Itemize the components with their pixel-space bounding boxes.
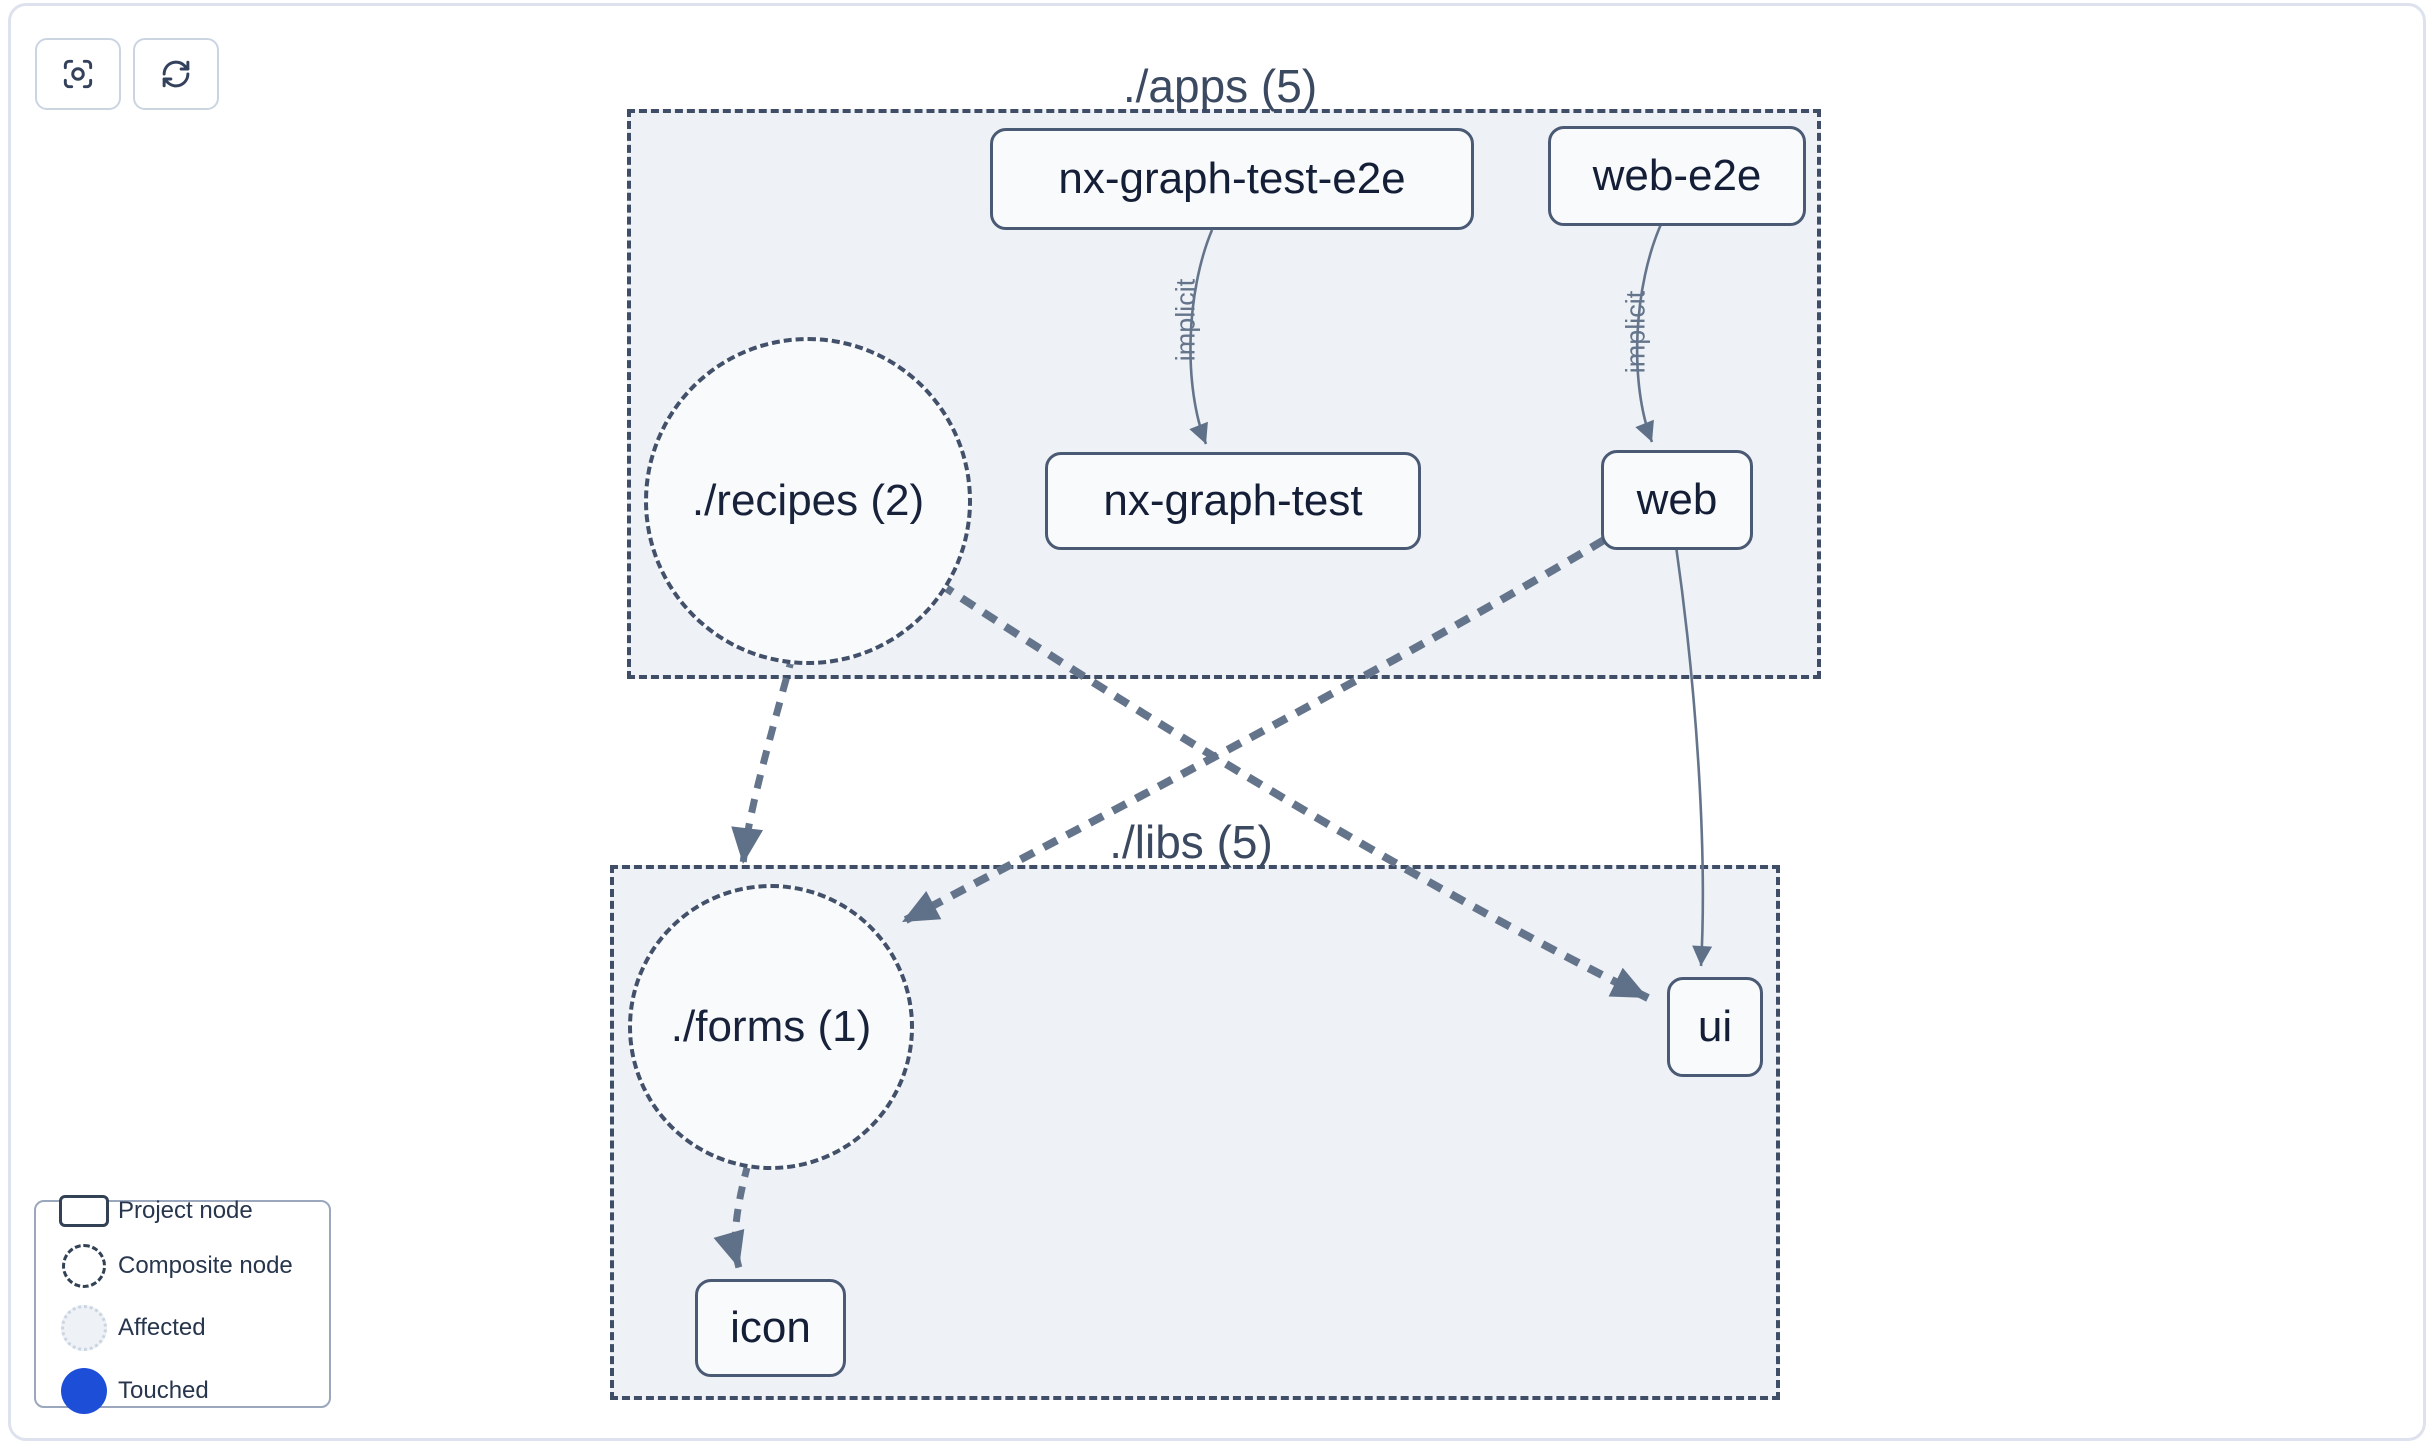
legend-label: Composite node (118, 1251, 293, 1279)
affected-swatch-icon (50, 1304, 118, 1351)
legend-label: Affected (118, 1313, 206, 1341)
composite-node-recipes-label: ./recipes (2) (691, 476, 925, 525)
legend-item-affected: Affected (36, 1304, 329, 1351)
composite-node-swatch-icon (50, 1243, 118, 1288)
focus-icon (59, 55, 97, 93)
refresh-icon (157, 55, 195, 93)
node-nx-graph-test[interactable]: nx-graph-test (1045, 452, 1421, 550)
node-web-e2e[interactable]: web-e2e (1548, 126, 1806, 226)
node-nx-graph-test-e2e-label: nx-graph-test-e2e (1058, 154, 1406, 203)
composite-node-forms[interactable]: ./forms (1) (628, 884, 914, 1170)
node-ui-label: ui (1697, 1002, 1733, 1051)
center-graph-button[interactable] (35, 38, 121, 110)
node-ui[interactable]: ui (1667, 977, 1763, 1077)
legend-item-project-node: Project node (36, 1194, 329, 1227)
node-nx-graph-test-label: nx-graph-test (1103, 476, 1363, 525)
legend-item-composite-node: Composite node (36, 1243, 329, 1288)
node-web[interactable]: web (1601, 450, 1753, 550)
legend: Project node Composite node Affected Tou… (34, 1194, 331, 1414)
composite-node-recipes[interactable]: ./recipes (2) (644, 337, 972, 665)
node-nx-graph-test-e2e[interactable]: nx-graph-test-e2e (990, 128, 1474, 230)
node-web-label: web (1636, 475, 1718, 524)
touched-swatch-icon (50, 1367, 118, 1414)
node-icon-label: icon (730, 1303, 811, 1352)
refresh-graph-button[interactable] (133, 38, 219, 110)
legend-item-touched: Touched (36, 1367, 329, 1414)
project-node-swatch-icon (50, 1194, 118, 1227)
legend-label: Touched (118, 1376, 209, 1404)
legend-label: Project node (118, 1196, 253, 1224)
node-icon[interactable]: icon (695, 1279, 846, 1377)
node-web-e2e-label: web-e2e (1592, 151, 1762, 200)
composite-node-forms-label: ./forms (1) (670, 1002, 872, 1051)
canvas-frame (8, 3, 2426, 1441)
